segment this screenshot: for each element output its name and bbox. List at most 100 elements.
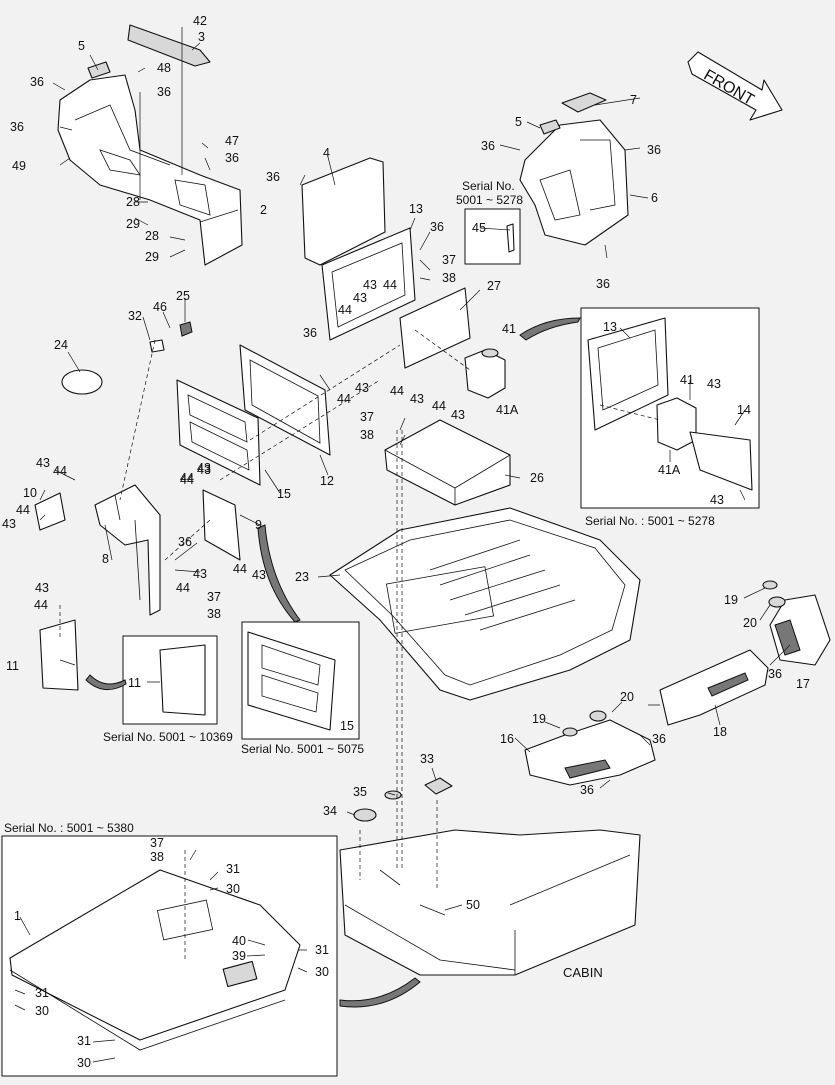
serial-captions: Serial No. 5001 ~ 5278 Serial No. : 5001… [4,179,715,835]
callout-7: 7 [630,93,637,107]
callout-38: 38 [150,850,164,864]
callout-44: 44 [176,581,190,595]
callout-36: 36 [266,170,280,184]
callout-36: 36 [157,85,171,99]
arrow-to-inset-floor [339,977,421,1008]
frame-part-13 [321,227,416,341]
callout-38: 38 [207,607,221,621]
bolt-part-45 [506,223,515,253]
cabin-label: CABIN [563,965,603,980]
callout-20: 20 [620,690,634,704]
callout-30: 30 [315,965,329,979]
serial-caption-top-line2: 5001 ~ 5278 [456,193,523,207]
callout-31: 31 [226,862,240,876]
callout-31: 31 [35,986,49,1000]
callout-44: 44 [338,303,352,317]
callout-36: 36 [580,783,594,797]
callout-24: 24 [54,338,68,352]
callout-26: 26 [530,471,544,485]
callout-43: 43 [710,493,724,507]
cover-part-35 [384,790,402,800]
callout-35: 35 [353,785,367,799]
callout-36: 36 [225,151,239,165]
callout-49: 49 [12,159,26,173]
frame-part-12 [239,344,331,456]
callout-33: 33 [420,752,434,766]
callout-27: 27 [487,279,501,293]
switch-part-32 [149,339,165,353]
callout-36: 36 [768,667,782,681]
inset-frame-part-13 [587,317,753,491]
callout-6: 6 [651,191,658,205]
callout-3: 3 [198,30,205,44]
callout-5: 5 [78,39,85,53]
inset-cover-part-11 [159,644,206,716]
callout-44: 44 [337,392,351,406]
callout-39: 39 [232,949,246,963]
callout-36: 36 [596,277,610,291]
bracket-part-8 [94,484,161,616]
callout-44: 44 [233,562,247,576]
tank-part-41 [464,348,506,399]
inset-panel-part-15 [247,631,336,731]
callout-2: 2 [260,203,267,217]
callout-41: 41 [680,373,694,387]
cap-part-5b [539,119,561,135]
callout-43: 43 [197,461,211,475]
callout-29: 29 [126,217,140,231]
serial-caption-right: Serial No. : 5001 ~ 5278 [585,514,715,528]
callout-28: 28 [145,229,159,243]
callout-15: 15 [340,719,354,733]
callout-38: 38 [360,428,374,442]
callout-37: 37 [360,410,374,424]
callout-43: 43 [355,381,369,395]
callout-13: 13 [409,202,423,216]
callout-31: 31 [77,1034,91,1048]
callout-44: 44 [180,473,194,487]
callout-30: 30 [226,882,240,896]
callout-18: 18 [713,725,727,739]
serial-caption-floor: Serial No. : 5001 ~ 5380 [4,821,134,835]
callout-17: 17 [796,677,810,691]
callout-38: 38 [442,271,456,285]
callout-14: 14 [737,403,751,417]
callout-43: 43 [353,291,367,305]
panel-part-15 [176,379,261,486]
duct-part-17 [769,594,831,666]
panel-part-4 [301,157,386,266]
callout-9: 9 [255,518,262,532]
grommet-part-19a [762,580,778,590]
callout-15: 15 [277,487,291,501]
grommet-part-20b [589,710,607,722]
callout-23: 23 [295,570,309,584]
callout-30: 30 [77,1056,91,1070]
callout-43: 43 [363,278,377,292]
callout-10: 10 [23,486,37,500]
callout-11: 11 [6,659,19,673]
serial-caption-11: Serial No. 5001 ~ 10369 [103,730,233,744]
callout-28: 28 [126,195,140,209]
callout-1: 1 [14,909,21,923]
callout-44: 44 [383,278,397,292]
callout-11: 11 [128,676,141,690]
callout-43: 43 [252,568,266,582]
callout-30: 30 [35,1004,49,1018]
callout-41A: 41A [496,403,519,417]
serial-caption-top-line1: Serial No. [462,179,515,193]
floor-mat-part-23 [329,507,641,701]
callout-19: 19 [532,712,546,726]
arrow-to-inset-15 [257,524,301,623]
callout-20: 20 [743,616,757,630]
callout-48: 48 [157,61,171,75]
callout-44: 44 [53,464,67,478]
cabin-floor-part [339,829,641,976]
callout-44: 44 [432,399,446,413]
callout-44: 44 [16,503,30,517]
callout-31: 31 [315,943,329,957]
callout-47: 47 [225,134,239,148]
callout-36: 36 [430,220,444,234]
cover-part-33 [424,777,453,795]
callout-5: 5 [515,115,522,129]
